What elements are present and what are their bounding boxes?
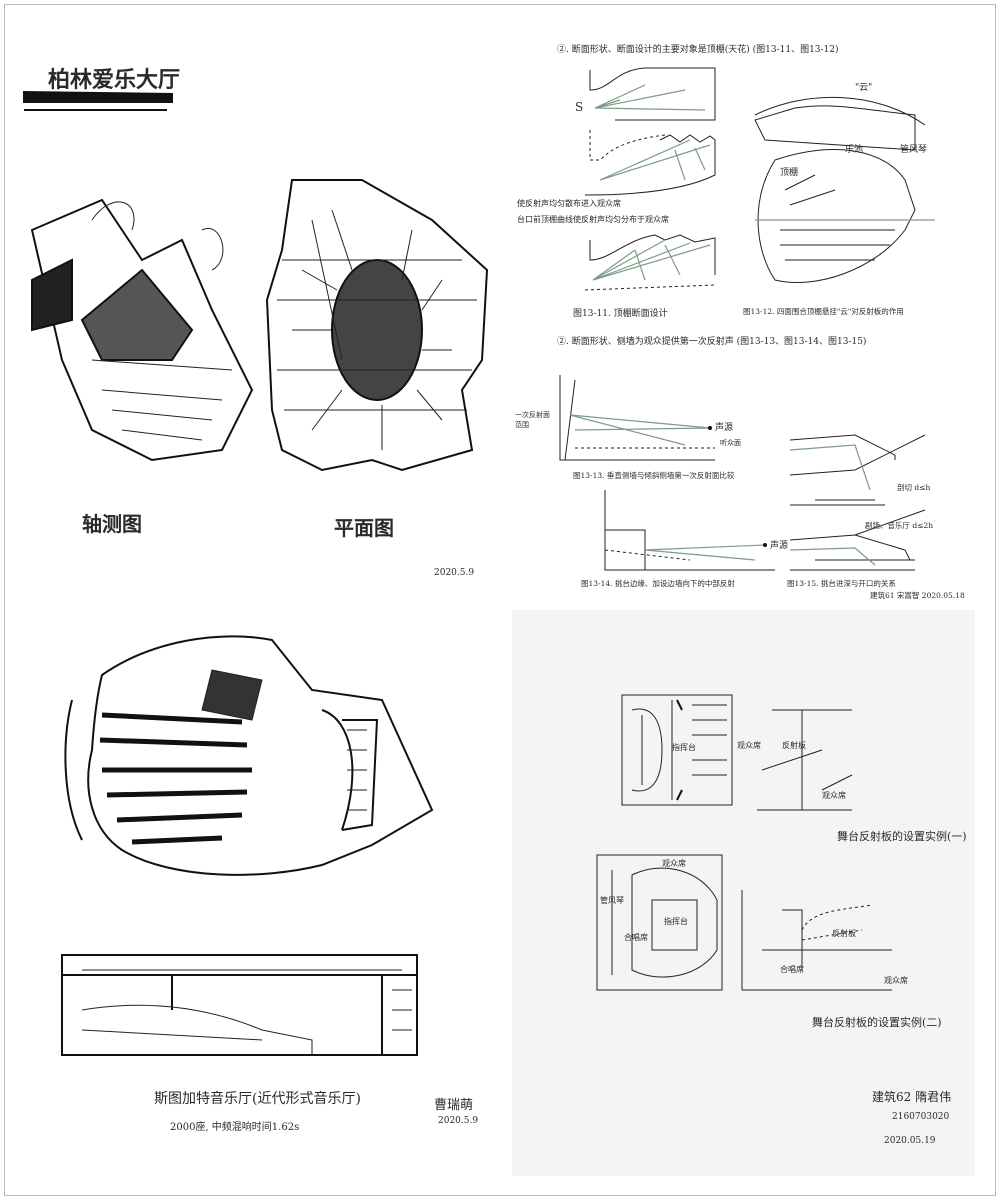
caption-13-11: 图13-11. 顶棚断面设计 [573, 309, 668, 319]
label-stage: 乐池 [845, 145, 864, 155]
caption-13-12: 图13-12. 四面围合顶棚悬挂"云"对反射板的作用 [743, 307, 904, 316]
reflector-caption-1: 舞台反射板的设置实例(一) [837, 830, 967, 843]
label-audience-3: 观众席 [662, 859, 686, 868]
stuttgart-sketches [61, 635, 434, 1056]
note-proscenium: 台口前顶棚曲线使反射声均匀分布于观众席 [517, 215, 669, 224]
label-choir: 合唱席 [624, 933, 648, 942]
note-scatter: 使反射声均匀散布进入观众席 [517, 199, 621, 208]
caption-13-14: 图13-14. 挑台边缘、加设边墙向下的中部反射 [581, 579, 735, 588]
stuttgart-panel: 斯图加特音乐厅(近代形式音乐厅) 2000座, 中频混响时间1.62s 曹瑞萌 … [22, 610, 492, 1150]
label-audience-4: 观众席 [884, 976, 908, 985]
label-d-2h: 剧场、音乐厅 d≤2h [865, 521, 934, 530]
label-organ: 管风琴 [900, 145, 928, 155]
label-organ: 管风琴 [600, 896, 624, 905]
label-first-reflection: 一次反射面范围 [515, 411, 550, 429]
stuttgart-signature-date: 2020.5.9 [438, 1116, 479, 1126]
berlin-title: 柏林爱乐大厅 [48, 67, 181, 93]
label-reflector-2: 反射板 [832, 929, 856, 938]
heading-sidewall: ②. 断面形状、侧墙为观众提供第一次反射声 (图13-13、图13-14、图13… [557, 337, 867, 347]
berlin-signature-date: 2020.5.9 [434, 568, 475, 578]
label-d-h: 剖切 d≤h [897, 483, 931, 492]
stuttgart-caption-1: 斯图加特音乐厅(近代形式音乐厅) [154, 1091, 361, 1107]
section-sketches [559, 67, 935, 571]
label-axonometric: 轴测图 [82, 512, 142, 536]
source-s-1: S [575, 100, 584, 114]
heading-ceiling: ②. 断面形状、断面设计的主要对象是顶棚(天花) (图13-11、图13-12) [557, 45, 839, 55]
label-conductor-2: 指挥台 [664, 917, 688, 926]
label-choir-2: 合唱席 [780, 965, 804, 974]
axonometric-sketch [30, 198, 254, 462]
caption-13-13: 图13-13. 垂直侧墙与倾斜侧墙第一次反射面比较 [573, 471, 735, 480]
reflector-signature-id: 2160703020 [892, 1112, 950, 1122]
label-source-2: 声源 [770, 541, 789, 551]
reflector-sketches [596, 694, 892, 991]
reflector-caption-2: 舞台反射板的设置实例(二) [812, 1016, 942, 1029]
caption-13-15: 图13-15. 挑台进深与开口的关系 [787, 579, 896, 588]
label-audience-plane: 听众面 [720, 439, 741, 447]
label-plan: 平面图 [334, 516, 394, 540]
label-cloud: "云" [855, 83, 873, 93]
collage-frame [4, 4, 996, 1196]
label-ceiling: 顶棚 [780, 168, 799, 178]
stuttgart-caption-2: 2000座, 中频混响时间1.62s [170, 1122, 300, 1133]
section-panel: ②. 断面形状、断面设计的主要对象是顶棚(天花) (图13-11、图13-12)… [515, 30, 975, 600]
reflector-panel: 观众席 指挥台 反射板 观众席 舞台反射板的设置实例(一) 观众席 管风琴 合唱… [512, 610, 975, 1176]
reflector-signature-class: 建筑62 隋君伟 [872, 1090, 952, 1104]
label-audience-1: 观众席 [737, 741, 761, 750]
berlin-sketches [23, 90, 489, 472]
reflector-signature-date: 2020.05.19 [884, 1136, 936, 1146]
label-audience-2: 观众席 [822, 791, 846, 800]
plan-sketch [265, 179, 489, 472]
label-source-1: 声源 [715, 423, 734, 433]
label-reflector-1: 反射板 [782, 741, 806, 750]
berlin-panel: 柏林爱乐大厅 轴测图 平面图 2020.5.9 [22, 30, 492, 590]
stuttgart-signature-name: 曹瑞萌 [434, 1098, 474, 1113]
section-signature: 建筑61 宋嵩智 2020.05.18 [870, 591, 965, 600]
label-conductor-1: 指挥台 [672, 743, 696, 752]
